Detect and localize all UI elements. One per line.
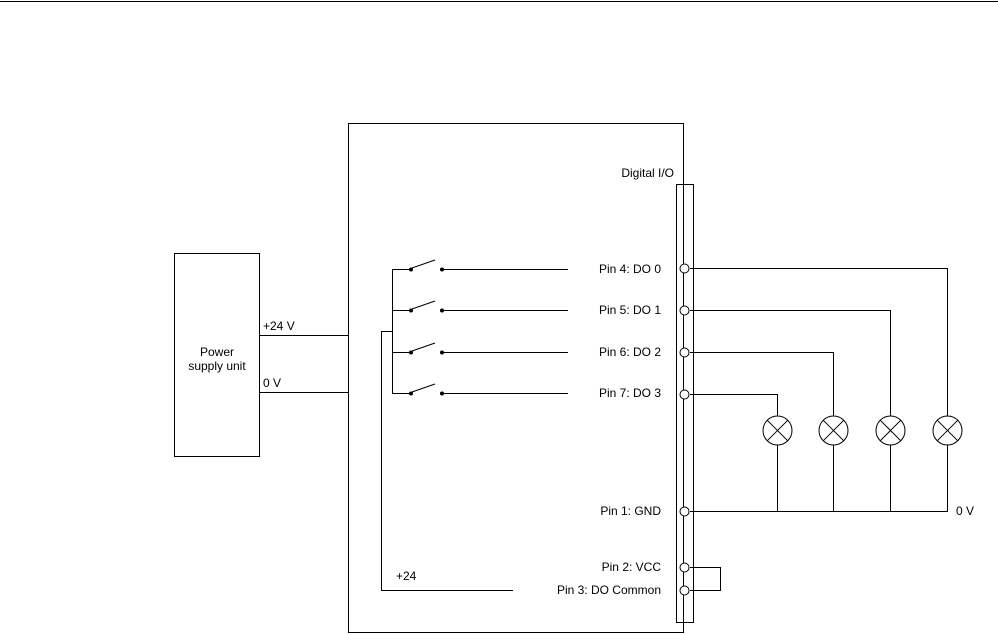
pin-label-do0: Pin 4: DO 0 xyxy=(599,262,661,276)
lamp-do2 xyxy=(819,416,848,512)
power-supply-label-line2: supply unit xyxy=(188,359,246,373)
connector-strip xyxy=(677,185,694,623)
pin-label-do3: Pin 7: DO 3 xyxy=(599,386,661,400)
do-common-feed-wire xyxy=(382,332,514,591)
output-wire-do2 xyxy=(690,353,834,417)
pin-label-common: Pin 3: DO Common xyxy=(557,583,661,597)
ground-return-label: 0 V xyxy=(956,504,974,518)
output-switch-do2 xyxy=(392,343,568,355)
lamp-do3 xyxy=(763,416,792,512)
pin-terminal-do3 xyxy=(680,390,689,399)
device-enclosure xyxy=(349,124,684,633)
output-switch-do0 xyxy=(392,260,568,272)
pin-terminal-vcc xyxy=(680,563,689,572)
lamp-do0 xyxy=(933,416,962,512)
pin-terminal-gnd xyxy=(680,507,689,516)
vcc-common-jumper xyxy=(690,568,721,591)
pin-label-do2: Pin 6: DO 2 xyxy=(599,345,661,359)
output-wire-do0 xyxy=(690,269,948,417)
pin-terminal-common xyxy=(680,586,689,595)
digital-io-header: Digital I/O xyxy=(621,166,674,180)
pin-terminal-do0 xyxy=(680,264,689,273)
pin-label-gnd: Pin 1: GND xyxy=(600,504,661,518)
pin-terminal-do2 xyxy=(680,348,689,357)
power-supply-label-line1: Power xyxy=(200,345,234,359)
lamp-do1 xyxy=(876,416,905,512)
output-switch-do1 xyxy=(392,301,568,313)
output-switch-do3 xyxy=(392,384,568,396)
pin-label-do1: Pin 5: DO 1 xyxy=(599,303,661,317)
output-wire-do3 xyxy=(690,395,778,417)
power-supply-unit: Power supply unit xyxy=(175,254,260,457)
pin-terminal-do1 xyxy=(680,306,689,315)
plus24-supply-label: +24 V xyxy=(263,319,295,333)
pin-label-vcc: Pin 2: VCC xyxy=(602,560,662,574)
zero-volt-supply-label: 0 V xyxy=(263,376,281,390)
output-wire-do1 xyxy=(690,311,891,417)
do-common-feed-label: +24 xyxy=(396,569,417,583)
